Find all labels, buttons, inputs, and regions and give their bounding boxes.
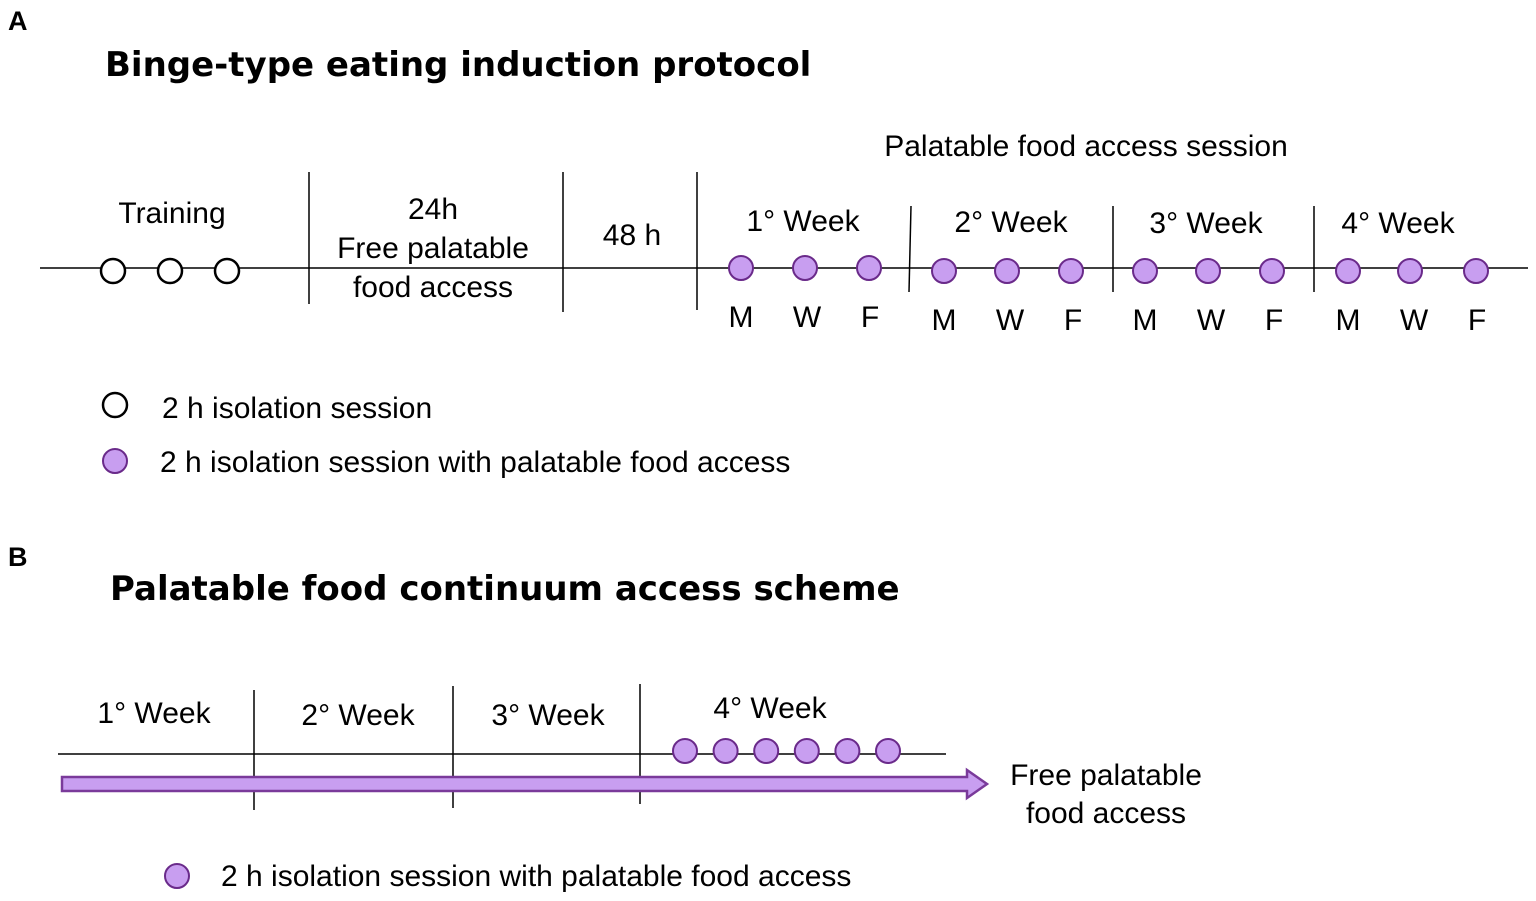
divider-week-1	[908, 205, 912, 293]
week-3-label: 3° Week	[1149, 207, 1263, 240]
food-session-dot	[793, 738, 820, 764]
b-week-1-label: 1° Week	[97, 697, 211, 730]
food-session-dot	[1132, 258, 1158, 284]
day-label: F	[1064, 304, 1082, 337]
b-week-4-label: 4° Week	[713, 692, 827, 725]
day-label: W	[996, 304, 1025, 337]
panel-a-letter: A	[8, 6, 28, 36]
day-label: F	[1468, 304, 1486, 337]
legend-filled-label: 2 h isolation session with palatable foo…	[160, 446, 790, 479]
food-session-dot	[994, 258, 1020, 284]
food-session-dot	[1195, 258, 1221, 284]
free-access-line-1: 24h	[408, 193, 458, 226]
week-4-label: 4° Week	[1341, 207, 1455, 240]
training-session-dot	[213, 257, 241, 285]
continuous-access-arrow	[60, 767, 990, 801]
panel-a-title: Binge-type eating induction protocol	[105, 45, 811, 85]
day-label: M	[1336, 304, 1361, 337]
legend-b-filled-label: 2 h isolation session with palatable foo…	[221, 860, 851, 893]
week-1-label: 1° Week	[746, 205, 860, 238]
food-session-dot	[1259, 258, 1285, 284]
week-4-session-dots	[672, 738, 901, 764]
day-label: M	[729, 301, 754, 334]
day-label: F	[861, 301, 879, 334]
food-session-dot	[672, 738, 698, 764]
food-session-dot	[1058, 258, 1084, 284]
food-session-dot	[931, 258, 957, 284]
food-session-dot	[753, 738, 780, 764]
day-label: W	[1400, 304, 1429, 337]
legend-filled-circle	[102, 448, 128, 474]
food-session-dot	[1463, 258, 1489, 284]
food-session-dot	[712, 738, 739, 764]
food-session-dot	[728, 255, 754, 281]
food-session-dot	[875, 738, 901, 764]
training-session-dot	[156, 257, 184, 285]
legend-b-filled-circle	[164, 863, 190, 889]
free-access-line-3: food access	[353, 271, 513, 304]
week-2-label: 2° Week	[954, 206, 1068, 239]
day-label: W	[793, 301, 822, 334]
food-session-dot	[792, 255, 818, 281]
food-session-dot	[1397, 258, 1423, 284]
training-session-dot	[99, 257, 127, 285]
free-access-line-2: Free palatable	[337, 232, 529, 265]
panel-b-title: Palatable food continuum access scheme	[110, 569, 900, 609]
b-week-3-label: 3° Week	[491, 699, 605, 732]
food-session-dot	[856, 255, 882, 281]
legend-open-circle	[101, 391, 129, 419]
training-label: Training	[118, 197, 225, 230]
food-session-dot	[1335, 258, 1361, 284]
arrow-label-line-2: food access	[1026, 797, 1186, 830]
panel-a-session-header: Palatable food access session	[884, 130, 1288, 163]
b-week-2-label: 2° Week	[301, 699, 415, 732]
day-label: F	[1265, 304, 1283, 337]
legend-open-label: 2 h isolation session	[162, 392, 432, 425]
pause-48h-label: 48 h	[603, 219, 661, 252]
panel-b-letter: B	[8, 542, 28, 572]
arrow-label-line-1: Free palatable	[1010, 759, 1202, 792]
day-label: M	[932, 304, 957, 337]
day-label: W	[1197, 304, 1226, 337]
day-label: M	[1133, 304, 1158, 337]
food-session-dot	[834, 738, 861, 764]
